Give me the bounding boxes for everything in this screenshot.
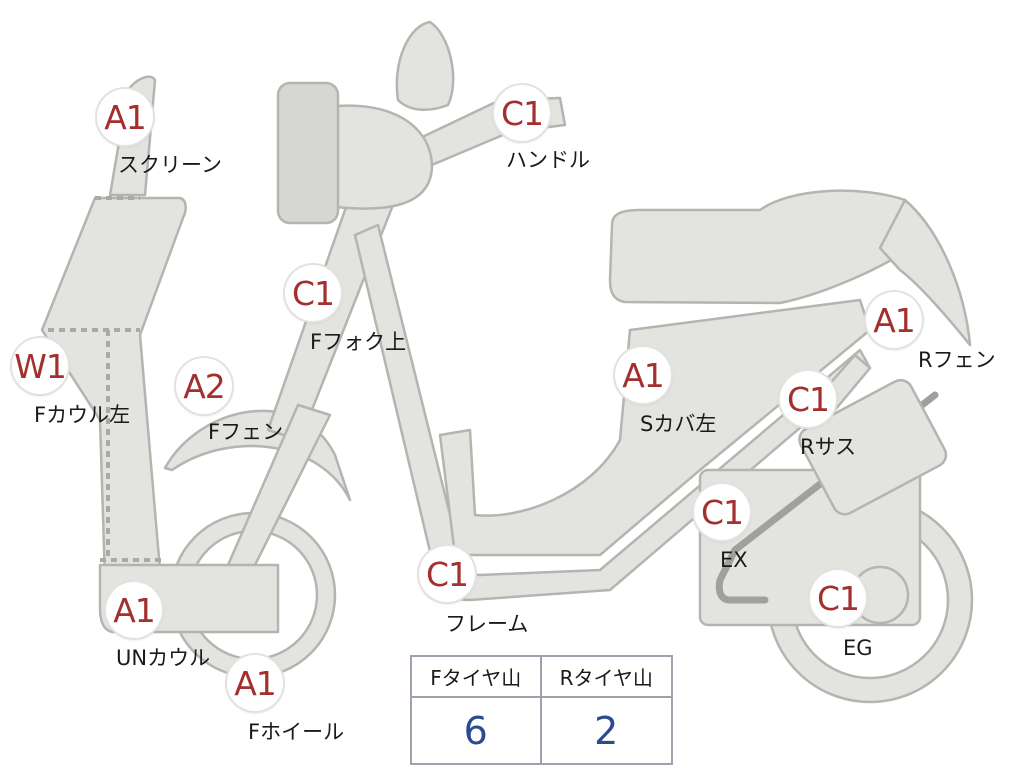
front-tire-header: Fタイヤ山 bbox=[412, 657, 542, 698]
seat bbox=[608, 189, 917, 305]
tire-tread-table: Fタイヤ山 Rタイヤ山 6 2 bbox=[410, 655, 673, 765]
label-ffender: Fフェン bbox=[208, 420, 284, 444]
rear-fender bbox=[878, 198, 972, 347]
mirror bbox=[395, 20, 455, 111]
label-ex: EX bbox=[720, 548, 748, 572]
label-rsus: Rサス bbox=[800, 435, 857, 459]
grade-badge-rfender: A1 bbox=[866, 292, 922, 348]
label-eg: EG bbox=[843, 636, 873, 660]
grade-badge-ffork: C1 bbox=[285, 265, 341, 321]
front-cowl bbox=[40, 196, 187, 582]
label-handle: ハンドル bbox=[506, 148, 590, 172]
label-screen: スクリーン bbox=[118, 153, 222, 177]
label-fcowl: Fカウル左 bbox=[34, 403, 131, 427]
grade-badge-fcowl: W1 bbox=[12, 338, 68, 394]
headlight bbox=[276, 81, 340, 225]
grade-badge-frame: C1 bbox=[419, 546, 475, 602]
label-fwheel: Fホイール bbox=[248, 720, 345, 744]
label-frame: フレーム bbox=[445, 612, 529, 636]
grade-badge-handle: C1 bbox=[494, 85, 550, 141]
label-uncowl: UNカウル bbox=[116, 646, 211, 670]
label-ffork: Fフォク上 bbox=[310, 330, 407, 354]
grade-badge-scover: A1 bbox=[615, 347, 671, 403]
rear-tire-header: Rタイヤ山 bbox=[541, 657, 671, 698]
exhaust-pipe bbox=[715, 391, 939, 604]
rear-tire-value: 2 bbox=[594, 708, 619, 753]
muffler bbox=[798, 378, 948, 516]
label-scover: Sカバ左 bbox=[640, 412, 717, 436]
label-rfender: Rフェン bbox=[918, 348, 996, 372]
head-cover bbox=[308, 104, 434, 210]
front-tire-value: 6 bbox=[412, 698, 542, 763]
grade-badge-screen: A1 bbox=[97, 89, 153, 145]
grade-badge-rsus: C1 bbox=[780, 371, 836, 427]
grade-badge-eg: C1 bbox=[810, 570, 866, 626]
grade-badge-ex: C1 bbox=[694, 484, 750, 540]
grade-badge-uncowl: A1 bbox=[106, 582, 162, 638]
grade-badge-ffender: A2 bbox=[176, 358, 232, 414]
grade-badge-fwheel: A1 bbox=[227, 655, 283, 711]
